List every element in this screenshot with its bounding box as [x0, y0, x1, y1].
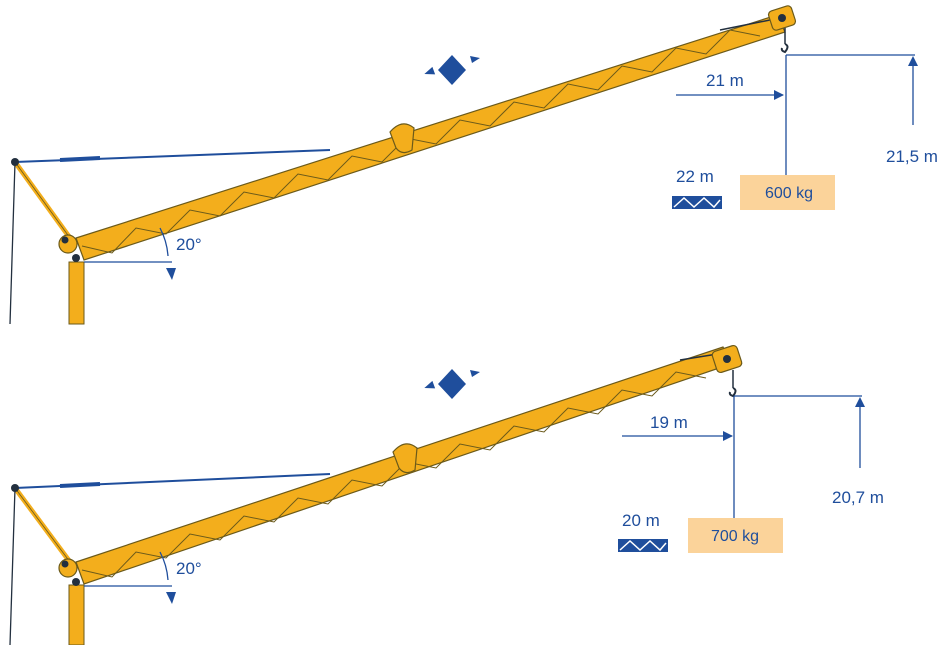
angle-indicator: 20°: [84, 551, 202, 604]
hook-block: [711, 344, 743, 398]
load-label: 600 kg: [765, 185, 813, 202]
angle-indicator: 20°: [84, 227, 202, 280]
crane-config-2: 20° 19 m 700 kg 20,7 m 20 m: [9, 344, 884, 645]
jib-truss: [75, 5, 797, 261]
jib-truss: [75, 344, 743, 585]
radius-dimension: 21 m: [676, 71, 784, 100]
height-label: 20,7 m: [832, 488, 884, 507]
angle-label: 20°: [176, 559, 202, 578]
load-label: 700 kg: [711, 528, 759, 545]
jib-length-indicator: 20 m: [618, 511, 668, 552]
height-label: 21,5 m: [886, 147, 938, 166]
tower-head-pin: [11, 158, 19, 166]
crane-mast: [68, 261, 85, 325]
jib-body: [75, 14, 786, 261]
jib-length-label: 22 m: [676, 167, 714, 186]
truss-segment-icon: [618, 539, 668, 552]
height-dimension: 20,7 m: [734, 395, 884, 507]
radius-label: 19 m: [650, 413, 688, 432]
crane-mast: [68, 584, 85, 645]
jib-length-label: 20 m: [622, 511, 660, 530]
hook-block: [767, 5, 797, 54]
tower-head-pin: [11, 484, 19, 492]
load-box: [740, 175, 835, 210]
height-dimension: 21,5 m: [786, 54, 938, 166]
slewing-joint: [58, 234, 78, 254]
radius-dimension: 19 m: [622, 413, 733, 441]
telescopic-arrows-icon: [424, 369, 480, 399]
back-stay-cable: [9, 161, 16, 325]
jib-length-indicator: 22 m: [672, 167, 722, 209]
jib-joint-bracket: [392, 443, 418, 474]
crane-config-1: 20° 21 m 600 kg 21,5 m 22 m: [9, 5, 938, 325]
slewing-joint: [58, 558, 78, 578]
truss-segment-icon: [672, 196, 722, 209]
angle-label: 20°: [176, 235, 202, 254]
jib-joint-bracket: [389, 123, 415, 154]
back-stay-cable: [9, 487, 16, 645]
telescopic-arrows-icon: [424, 55, 480, 85]
radius-label: 21 m: [706, 71, 744, 90]
load-box: [688, 518, 783, 553]
